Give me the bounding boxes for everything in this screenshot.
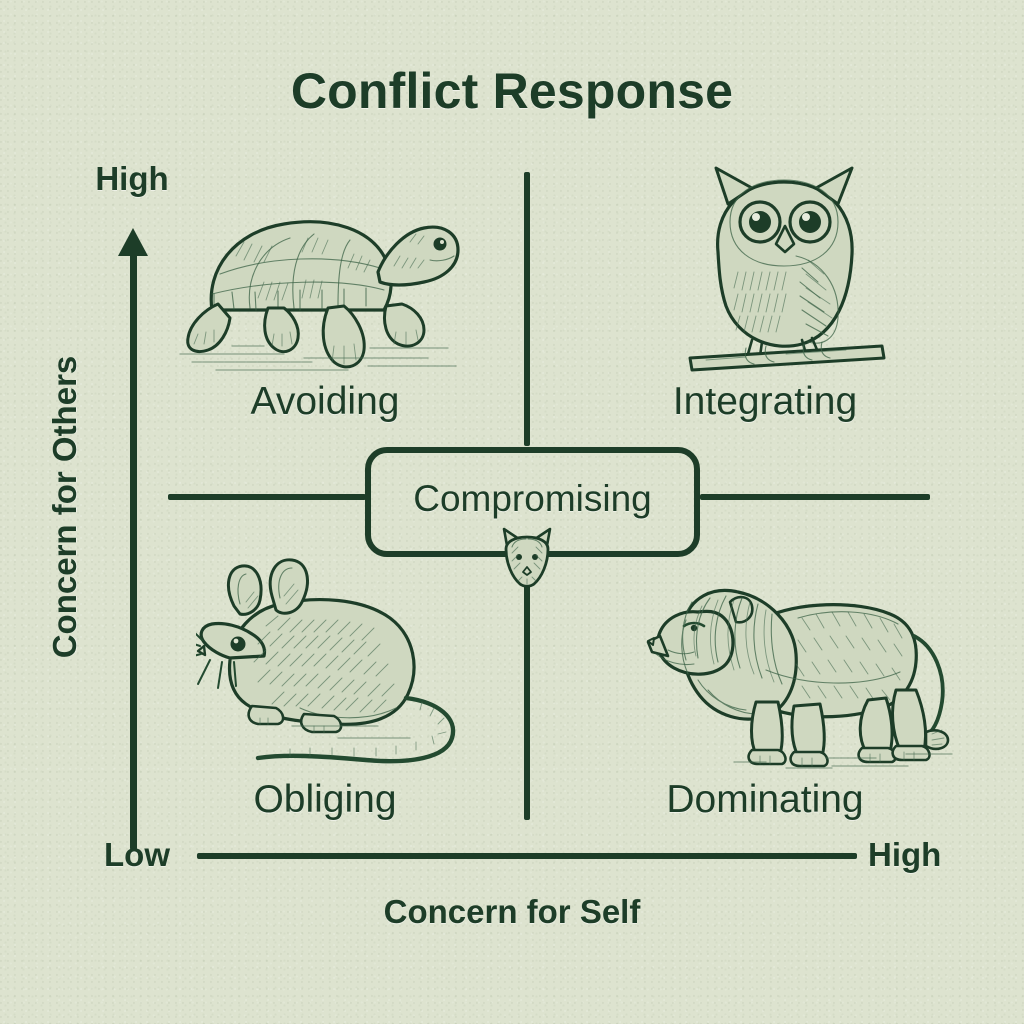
fox-icon — [502, 527, 552, 588]
turtle-icon — [179, 220, 460, 371]
up-arrow-icon — [118, 228, 148, 256]
page-title: Conflict Response — [290, 63, 734, 119]
mouse-icon — [196, 558, 456, 764]
y-axis-title: Concern for Others — [46, 355, 83, 659]
quadrant-label-integrating: Integrating — [672, 380, 858, 423]
quadrant-label-obliging: Obliging — [253, 778, 397, 821]
quadrant-label-avoiding: Avoiding — [250, 380, 400, 423]
horizontal-divider-right — [700, 494, 930, 500]
x-axis-line — [197, 853, 857, 859]
y-axis-line — [130, 248, 137, 850]
y-axis-high-label: High — [95, 160, 169, 197]
x-axis-low-label: Low — [104, 836, 170, 873]
quadrant-label-dominating: Dominating — [666, 778, 864, 821]
lion-icon — [646, 589, 953, 769]
vertical-divider-bottom — [524, 558, 530, 820]
vertical-divider-top — [524, 172, 530, 446]
compromising-label: Compromising — [413, 478, 652, 519]
owl-icon — [688, 166, 886, 372]
horizontal-divider-left — [168, 494, 366, 500]
x-axis-title: Concern for Self — [383, 893, 641, 930]
x-axis-high-label: High — [868, 836, 942, 873]
